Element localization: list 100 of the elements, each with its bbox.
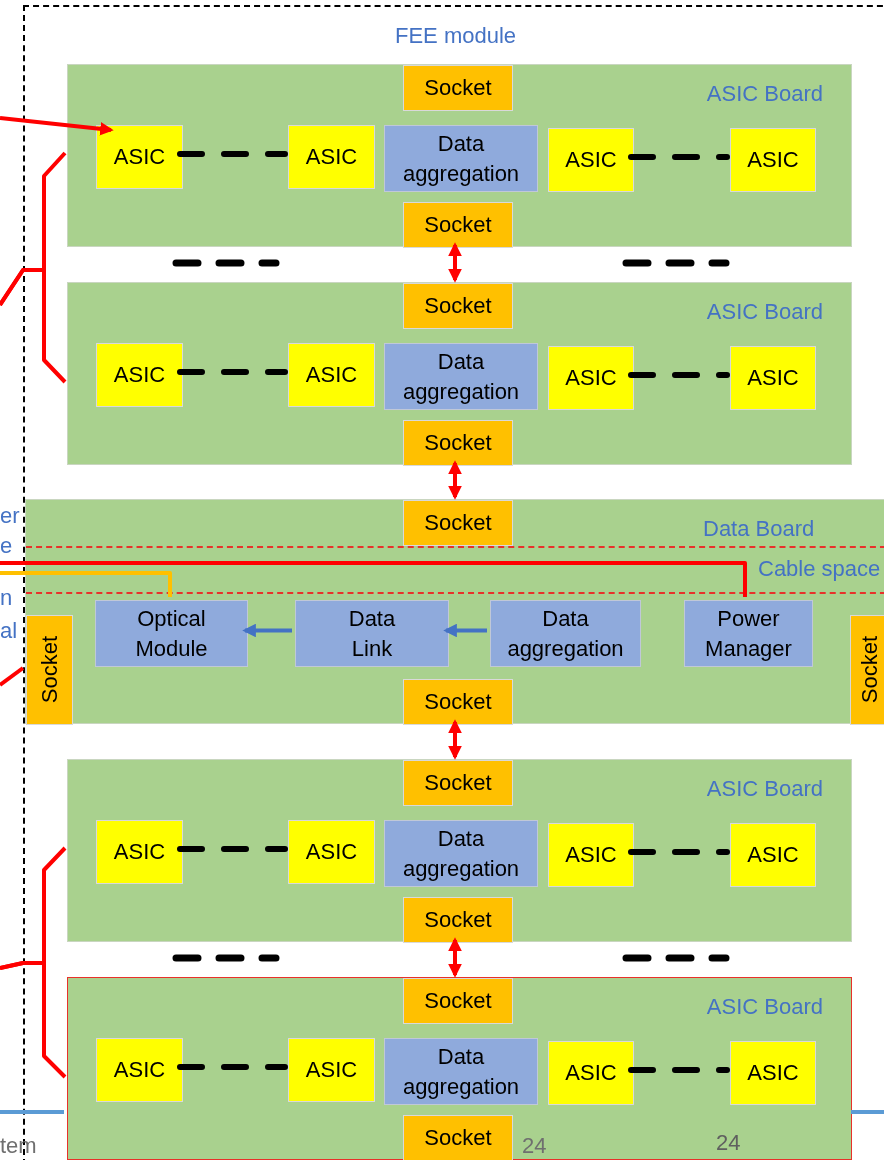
box-label: Data aggregation	[507, 604, 624, 663]
asic-chip	[548, 128, 634, 192]
box-label: Power Manager	[705, 604, 792, 663]
connector-line	[0, 561, 747, 597]
socket-connector	[403, 1115, 513, 1160]
dashed-connector	[628, 154, 730, 160]
arrow	[448, 719, 462, 760]
box-label: Socket	[424, 906, 492, 935]
asic-chip	[96, 1038, 183, 1102]
connector-line	[0, 571, 172, 597]
box-label: ASIC	[305, 143, 358, 172]
box-label: ASIC	[747, 841, 799, 870]
box-label: ASIC	[113, 143, 166, 172]
cable-space-band	[26, 546, 884, 594]
box-label: ASIC	[565, 146, 617, 175]
box-label: ASIC	[747, 1059, 799, 1088]
asic-chip	[730, 823, 816, 887]
box-label: ASIC	[113, 361, 166, 390]
socket-connector	[403, 978, 513, 1024]
box-label: Socket	[424, 688, 492, 717]
dashed-connector	[628, 372, 730, 378]
box-label: Socket	[424, 429, 492, 458]
asic-chip	[288, 125, 375, 189]
circuit-board	[25, 499, 884, 724]
asic-chip	[548, 346, 634, 410]
box-label: Socket	[856, 636, 884, 704]
cut-off-text: er	[0, 503, 20, 529]
socket-connector	[26, 615, 73, 725]
box-label: ASIC	[747, 146, 799, 175]
box-label: ASIC	[747, 364, 799, 393]
socket-connector	[403, 897, 513, 943]
board-title: ASIC Board	[706, 776, 823, 802]
arrow	[448, 460, 462, 500]
socket-connector	[403, 679, 513, 725]
asic-chip	[288, 820, 375, 884]
circuit-board	[67, 64, 852, 247]
circuit-board	[67, 282, 852, 465]
footer-text: tem	[0, 1133, 37, 1159]
circuit-board	[67, 759, 852, 942]
connector-line	[0, 268, 67, 384]
box-label: Socket	[424, 987, 492, 1016]
box-label: Data aggregation	[402, 1042, 520, 1101]
box-label: Data aggregation	[402, 824, 520, 883]
box-label: ASIC	[305, 361, 358, 390]
dashed-connector	[177, 151, 288, 157]
function-block	[490, 600, 641, 667]
box-label: Socket	[424, 211, 492, 240]
box-label: Socket	[424, 292, 492, 321]
asic-chip	[730, 346, 816, 410]
box-label: ASIC	[113, 1056, 166, 1085]
function-block	[384, 343, 538, 410]
socket-connector	[403, 760, 513, 806]
arrow	[443, 623, 487, 638]
asic-chip	[730, 128, 816, 192]
circuit-board	[67, 977, 852, 1160]
box-label: ASIC	[565, 841, 617, 870]
asic-chip	[96, 820, 183, 884]
dashed-connector	[177, 369, 288, 375]
asic-chip	[96, 343, 183, 407]
dashed-connector	[177, 1064, 288, 1070]
page-number: 24	[716, 1130, 741, 1156]
box-label: Socket	[424, 1124, 492, 1153]
band-label: Cable space	[758, 556, 881, 582]
socket-connector	[403, 500, 513, 546]
asic-chip	[288, 1038, 375, 1102]
function-block	[384, 820, 538, 887]
function-block	[384, 1038, 538, 1105]
arrow	[242, 623, 292, 638]
cut-off-text: al	[0, 618, 18, 644]
box-label: Data Link	[348, 604, 396, 663]
function-block	[295, 600, 449, 667]
asic-chip	[730, 1041, 816, 1105]
asic-chip	[96, 125, 183, 189]
board-title: ASIC Board	[706, 994, 823, 1020]
box-label: Socket	[424, 769, 492, 798]
box-label: ASIC	[565, 364, 617, 393]
arrow	[0, 116, 114, 136]
box-label: ASIC	[113, 838, 166, 867]
dashed-connector	[177, 846, 288, 852]
box-label: Data aggregation	[402, 129, 520, 188]
page-number: 24	[522, 1133, 547, 1159]
asic-chip	[548, 823, 634, 887]
asic-chip	[288, 343, 375, 407]
socket-connector	[850, 615, 884, 725]
socket-connector	[403, 283, 513, 329]
box-label: Data aggregation	[402, 347, 520, 406]
box-label: Optical Module	[135, 604, 208, 663]
box-label: Socket	[424, 509, 492, 538]
cut-off-text: e	[0, 533, 13, 559]
box-label: ASIC	[305, 838, 358, 867]
box-label: ASIC	[565, 1059, 617, 1088]
box-label: Socket	[424, 74, 492, 103]
board-title: ASIC Board	[706, 81, 823, 107]
box-label: Socket	[35, 636, 63, 704]
asic-chip	[548, 1041, 634, 1105]
module-title: FEE module	[395, 23, 517, 49]
board-title: Data Board	[703, 516, 815, 542]
arrow	[448, 937, 462, 978]
connector-line	[0, 961, 67, 1079]
dashed-connector	[628, 849, 730, 855]
